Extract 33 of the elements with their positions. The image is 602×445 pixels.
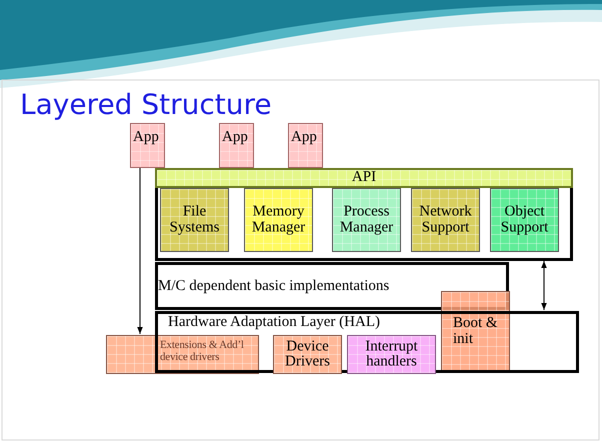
module-box [490, 188, 559, 252]
node-label: Network Support [418, 204, 473, 236]
node-label: API [350, 170, 378, 186]
node-label: Object Support [500, 204, 550, 236]
api-band [155, 168, 573, 188]
node-label: Interrupt handlers [364, 338, 419, 370]
boot-box [441, 291, 510, 373]
arrow [137, 168, 143, 334]
node-label: File Systems [168, 204, 220, 236]
node-label: Extensions & Add’l device drivers [160, 340, 245, 364]
handler-box [347, 335, 436, 374]
arrow [541, 260, 547, 310]
module-box [160, 188, 229, 252]
kernel-box [155, 168, 573, 261]
module-box [411, 188, 480, 252]
driver-box [273, 335, 342, 374]
node-label: App [291, 130, 317, 146]
node-label: App [133, 130, 159, 146]
module-box [244, 188, 313, 252]
app-box [219, 123, 254, 168]
app-box [130, 123, 165, 168]
extension-box [106, 335, 259, 374]
node-label: Memory Manager [250, 204, 306, 236]
node-label: Process Manager [338, 204, 394, 236]
slide-title: Layered Structure [20, 88, 272, 121]
layer-box [155, 262, 509, 310]
node-label: App [222, 130, 248, 146]
node-label: Hardware Adaptation Layer (HAL) [168, 315, 380, 331]
app-box [288, 123, 323, 168]
module-box [332, 188, 401, 252]
node-label: Device Drivers [284, 338, 331, 370]
node-label: M/C dependent basic implementations [158, 279, 390, 295]
node-label: Boot & init [453, 316, 499, 348]
